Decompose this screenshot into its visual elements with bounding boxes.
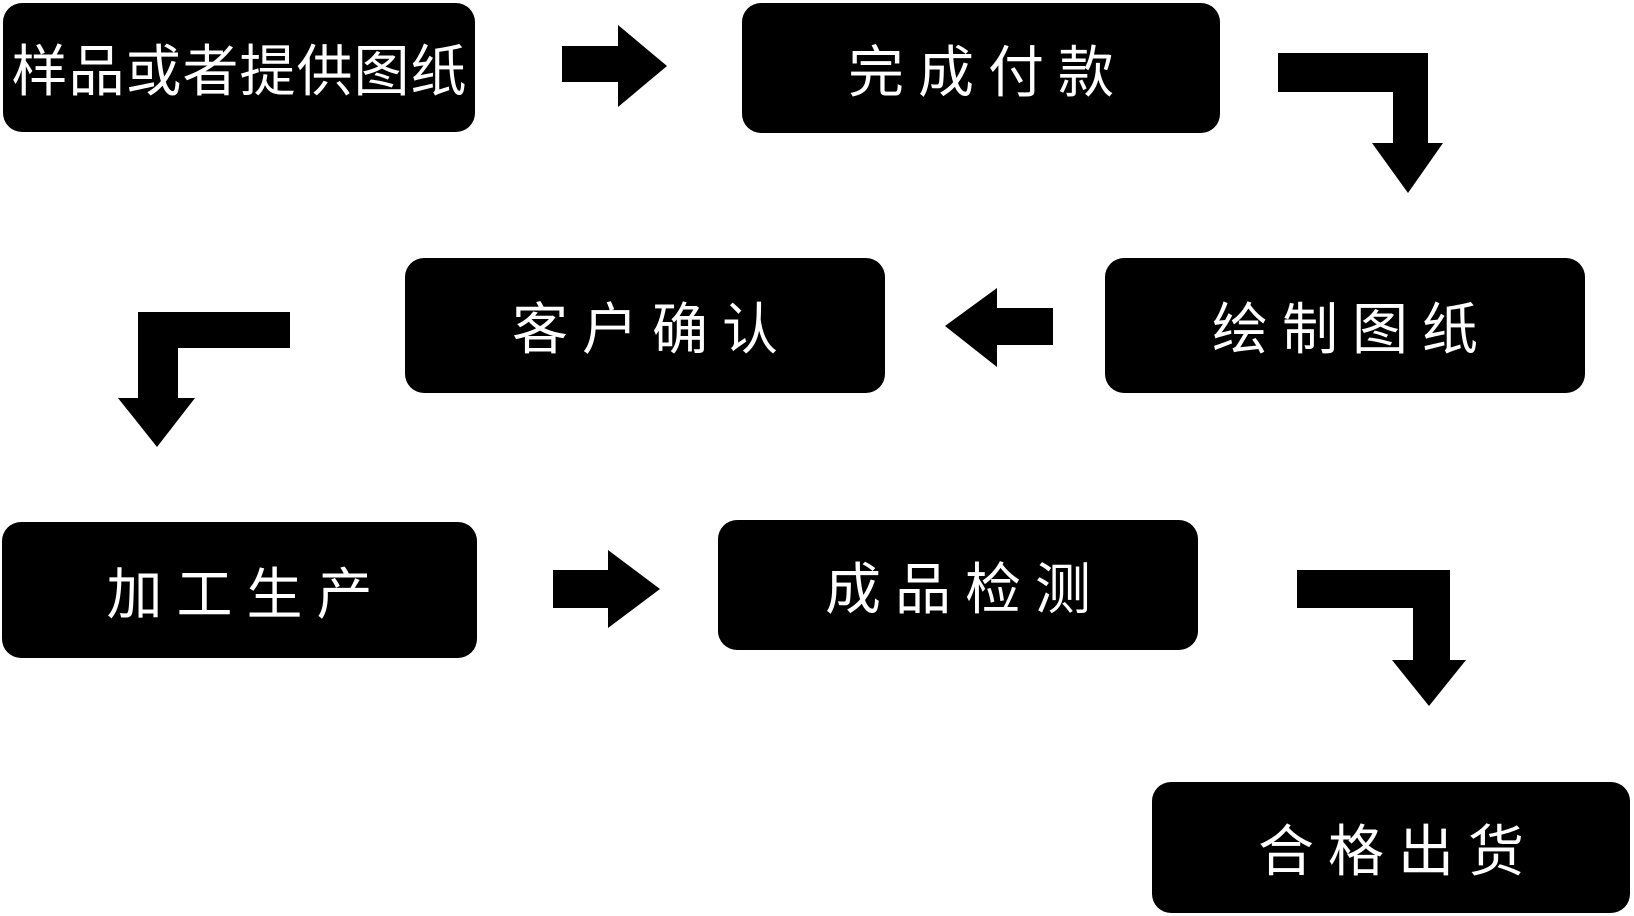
flow-node-draw-drawings: 绘制图纸 <box>1105 258 1585 393</box>
flow-node-processing-production: 加工生产 <box>2 522 477 658</box>
flow-node-label: 绘制图纸 <box>1212 298 1492 361</box>
flow-node-qualified-shipment: 合格出货 <box>1152 782 1630 913</box>
flow-node-label: 成品检测 <box>825 557 1105 621</box>
arrow-right-step1-step2-icon <box>562 25 667 107</box>
flow-node-label: 合格出货 <box>1258 820 1538 883</box>
flow-node-label: 完成付款 <box>848 40 1128 104</box>
flow-node-label: 客户确认 <box>512 298 792 361</box>
flow-node-label: 加工生产 <box>106 562 387 626</box>
arrow-left-step3-step4-icon <box>945 288 1053 367</box>
flow-node-complete-payment: 完成付款 <box>742 3 1220 133</box>
arrow-right-step5-step6-icon <box>553 550 660 628</box>
arrow-elbow-down-step2-step3-icon <box>1278 53 1443 193</box>
arrow-elbow-down-step6-step7-icon <box>1297 570 1466 706</box>
flow-node-finished-product-inspection: 成品检测 <box>718 520 1198 650</box>
flow-node-label: 样品或者提供图纸 <box>11 40 468 103</box>
arrow-elbow-down-step4-step5-icon <box>118 312 290 447</box>
flow-node-customer-confirmation: 客户确认 <box>405 258 885 393</box>
flow-node-sample-or-drawings: 样品或者提供图纸 <box>3 3 475 132</box>
